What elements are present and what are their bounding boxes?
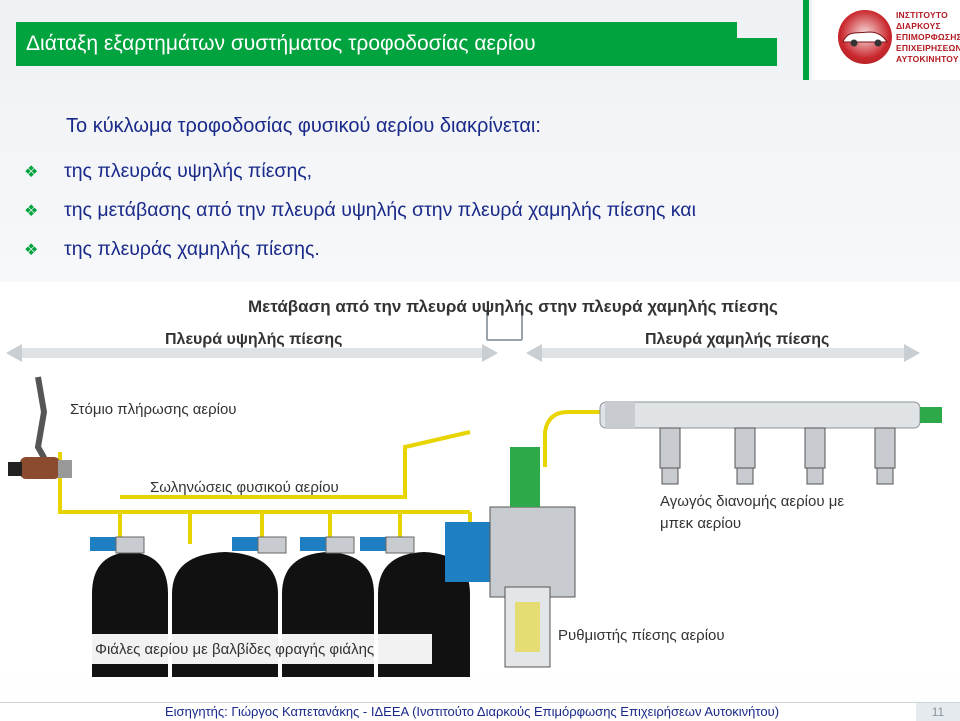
slide-title: Διάταξη εξαρτημάτων συστήματος τροφοδοσί…	[16, 22, 737, 66]
header-divider	[803, 0, 809, 80]
rail-label-line1: Αγωγός διανομής αερίου με	[660, 493, 844, 510]
high-side-arrow	[6, 344, 498, 362]
filler-label: Στόμιο πλήρωσης αερίου	[70, 401, 237, 418]
bullet-item: ❖ της πλευράς υψηλής πίεσης,	[24, 152, 696, 191]
diamond-bullet-icon: ❖	[24, 202, 39, 220]
bullet-item: ❖ της μετάβασης από την πλευρά υψηλής στ…	[24, 191, 696, 230]
logo-line: ΔΙΑΡΚΟΥΣ	[896, 21, 941, 31]
gas-injector	[874, 427, 896, 485]
logo-text: ΙΝΣΤΙΤΟΥΤΟ ΔΙΑΡΚΟΥΣ ΕΠΙΜΟΡΦΩΣΗΣ ΕΠΙΧΕΙΡΗ…	[896, 10, 960, 65]
regulator-label: Ρυθμιστής πίεσης αερίου	[558, 627, 725, 644]
gas-injector	[734, 427, 756, 485]
bullet-text: της πλευράς χαμηλής πίεσης.	[64, 238, 320, 260]
fuel-rail	[599, 401, 942, 429]
logo-line: ΑΥΤΟΚΙΝΗΤΟΥ	[896, 54, 959, 64]
low-side-label: Πλευρά χαμηλής πίεσης	[645, 331, 829, 348]
diamond-bullet-icon: ❖	[24, 163, 39, 181]
bullet-item: ❖ της πλευράς χαμηλής πίεσης.	[24, 230, 696, 269]
pressure-regulator	[445, 447, 576, 668]
footer: Εισηγητής: Γιώργος Καπετανάκης - ΙΔΕΕΑ (…	[0, 702, 960, 721]
bullet-text: της πλευράς υψηλής πίεσης,	[64, 160, 313, 182]
high-side-label: Πλευρά υψηλής πίεσης	[165, 331, 342, 348]
cylinders-label: Φιάλες αερίου με βαλβίδες φραγής φιάλης	[95, 641, 374, 658]
filler-nozzle	[8, 376, 72, 479]
intro-heading: Το κύκλωμα τροφοδοσίας φυσικού αερίου δι…	[66, 115, 541, 137]
gas-injector	[804, 427, 826, 485]
logo-line: ΕΠΙΜΟΡΦΩΣΗΣ	[896, 32, 960, 42]
gas-injectors	[659, 427, 896, 485]
rail-label-line2: μπεκ αερίου	[660, 515, 741, 532]
bullet-list: ❖ της πλευράς υψηλής πίεσης, ❖ της μετάβ…	[24, 152, 696, 269]
logo-line: ΕΠΙΧΕΙΡΗΣΕΩΝ	[896, 43, 960, 53]
institute-logo: ΙΝΣΤΙΤΟΥΤΟ ΔΙΑΡΚΟΥΣ ΕΠΙΜΟΡΦΩΣΗΣ ΕΠΙΧΕΙΡΗ…	[812, 0, 960, 80]
title-bar-extension	[737, 38, 777, 66]
gas-injector	[659, 427, 681, 485]
transition-label: Μετάβαση από την πλευρά υψηλής στην πλευ…	[248, 297, 778, 316]
footer-text: Εισηγητής: Γιώργος Καπετανάκης - ΙΔΕΕΑ (…	[165, 704, 780, 719]
low-side-arrow	[526, 344, 920, 362]
diamond-bullet-icon: ❖	[24, 241, 39, 259]
bullet-text: της μετάβασης από την πλευρά υψηλής στην…	[64, 199, 696, 221]
cylinders-label-bg	[92, 634, 432, 664]
pipes-label: Σωληνώσεις φυσικού αερίου	[150, 479, 339, 496]
logo-line: ΙΝΣΤΙΤΟΥΤΟ	[896, 10, 948, 20]
gas-system-diagram: Μετάβαση από την πλευρά υψηλής στην πλευ…	[0, 282, 960, 677]
logo-car-icon	[842, 31, 888, 47]
transition-bracket	[486, 312, 523, 341]
page-number: 11	[916, 703, 960, 721]
